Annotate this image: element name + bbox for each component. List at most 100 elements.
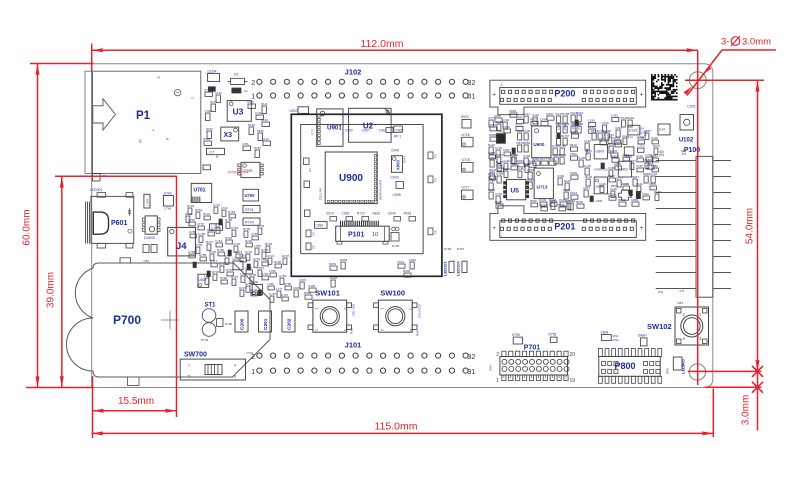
svg-text:C62: C62 <box>144 259 150 263</box>
svg-text:U800: U800 <box>596 150 605 154</box>
svg-text:R194: R194 <box>495 200 503 204</box>
svg-text:R774: R774 <box>239 254 247 258</box>
svg-text:31: 31 <box>468 94 476 101</box>
svg-text:P100: P100 <box>684 147 700 154</box>
svg-text:D767: D767 <box>457 247 465 251</box>
svg-text:R145: R145 <box>654 190 661 194</box>
svg-text:C720: C720 <box>645 153 653 157</box>
svg-text:C767: C767 <box>488 179 496 183</box>
svg-text:R714: R714 <box>219 262 227 266</box>
svg-text:C187: C187 <box>636 164 643 168</box>
svg-text:LED4: LED4 <box>208 70 217 74</box>
svg-text:115.0mm: 115.0mm <box>375 421 418 433</box>
svg-text:D766: D766 <box>444 247 452 251</box>
svg-text:R818: R818 <box>646 161 654 165</box>
svg-text:DX600: DX600 <box>144 236 155 240</box>
svg-text:U2: U2 <box>363 122 374 131</box>
svg-text:19: 19 <box>570 378 576 384</box>
svg-text:C124: C124 <box>636 154 643 158</box>
svg-text:R874: R874 <box>614 139 621 143</box>
svg-text:U713: U713 <box>537 185 548 190</box>
svg-text:C722: C722 <box>502 118 510 122</box>
svg-text:2: 2 <box>314 329 318 331</box>
svg-text:X3: X3 <box>224 132 233 139</box>
svg-text:DA8H: DA8H <box>638 334 647 338</box>
svg-text:C713: C713 <box>204 88 211 92</box>
svg-text:D715: D715 <box>188 218 196 222</box>
svg-text:L756: L756 <box>261 258 268 262</box>
svg-text:L786: L786 <box>267 282 274 286</box>
svg-text:R162: R162 <box>627 116 635 120</box>
svg-text:C100: C100 <box>687 105 695 109</box>
svg-text:R118: R118 <box>488 143 495 147</box>
svg-text:R834: R834 <box>610 149 618 153</box>
svg-text:R822: R822 <box>373 212 381 216</box>
svg-text:R110: R110 <box>527 178 534 182</box>
svg-text:C810: C810 <box>642 192 649 196</box>
svg-text:R116: R116 <box>564 179 571 183</box>
svg-text:C194: C194 <box>622 153 629 157</box>
svg-text:Ce: Ce <box>244 89 248 93</box>
svg-text:C119: C119 <box>532 113 539 117</box>
svg-text:C263: C263 <box>557 123 561 130</box>
svg-text:C790: C790 <box>261 272 269 276</box>
svg-text:R782: R782 <box>220 276 228 280</box>
svg-text:R817: R817 <box>517 141 525 145</box>
svg-text:L722: L722 <box>221 206 228 210</box>
svg-text:R817: R817 <box>632 175 640 179</box>
svg-text:C118: C118 <box>637 136 644 140</box>
svg-text:C780: C780 <box>198 232 206 236</box>
svg-text:C9H0: C9H0 <box>391 149 399 153</box>
svg-text:C794: C794 <box>568 199 576 203</box>
svg-text:R853: R853 <box>651 164 658 168</box>
svg-text:C777: C777 <box>488 116 496 120</box>
svg-text:C491: C491 <box>585 148 589 155</box>
svg-text:C7: C7 <box>210 150 215 154</box>
svg-text:R797: R797 <box>261 248 269 252</box>
svg-text:R137: R137 <box>588 125 596 129</box>
svg-text:4: 4 <box>683 336 686 341</box>
svg-text:C172: C172 <box>515 123 523 127</box>
svg-text:U901: U901 <box>327 125 342 132</box>
svg-text:C174: C174 <box>622 182 629 186</box>
svg-text:C9: C9 <box>312 232 316 236</box>
svg-text:C955: C955 <box>596 199 603 203</box>
svg-text:7: 7 <box>151 129 155 131</box>
svg-text:P601: P601 <box>111 220 127 227</box>
svg-text:C906: C906 <box>563 123 567 130</box>
svg-text:D600: D600 <box>497 130 504 134</box>
svg-text:8: 8 <box>234 375 236 379</box>
svg-text:SW102: SW102 <box>647 322 672 331</box>
svg-text:C112: C112 <box>570 122 577 126</box>
svg-text:C119: C119 <box>584 139 591 143</box>
svg-text:C930: C930 <box>342 212 350 216</box>
svg-text:U7090: U7090 <box>243 169 253 173</box>
svg-text:19: 19 <box>682 149 688 155</box>
svg-text:C3: C3 <box>308 168 312 172</box>
svg-text:C895: C895 <box>614 162 621 166</box>
svg-text:R700 R704: R700 R704 <box>228 170 249 175</box>
svg-text:10: 10 <box>372 232 378 238</box>
svg-text:R729: R729 <box>265 242 273 246</box>
svg-text:R179: R179 <box>653 144 660 148</box>
svg-text:1: 1 <box>680 289 686 292</box>
svg-text:D2: D2 <box>234 72 239 76</box>
svg-text:P101: P101 <box>348 232 364 239</box>
svg-text:C814: C814 <box>570 191 578 195</box>
svg-text:R922: R922 <box>461 115 469 119</box>
svg-text:J102: J102 <box>345 68 362 77</box>
svg-text:P701: P701 <box>524 345 540 352</box>
svg-text:R897: R897 <box>488 172 495 176</box>
svg-text:CMDF810: CMDF810 <box>594 168 608 172</box>
svg-text:R93: R93 <box>350 328 354 334</box>
svg-text:C160: C160 <box>557 174 565 178</box>
svg-text:3: 3 <box>343 308 347 310</box>
svg-text:C740: C740 <box>584 164 592 168</box>
svg-text:ST1: ST1 <box>205 303 217 309</box>
svg-text:1: 1 <box>251 369 255 376</box>
svg-text:C110: C110 <box>262 137 269 141</box>
svg-text:C961: C961 <box>409 258 417 262</box>
svg-text:4: 4 <box>408 329 412 331</box>
svg-text:U702: U702 <box>233 257 241 261</box>
svg-text:P700: P700 <box>113 313 141 327</box>
